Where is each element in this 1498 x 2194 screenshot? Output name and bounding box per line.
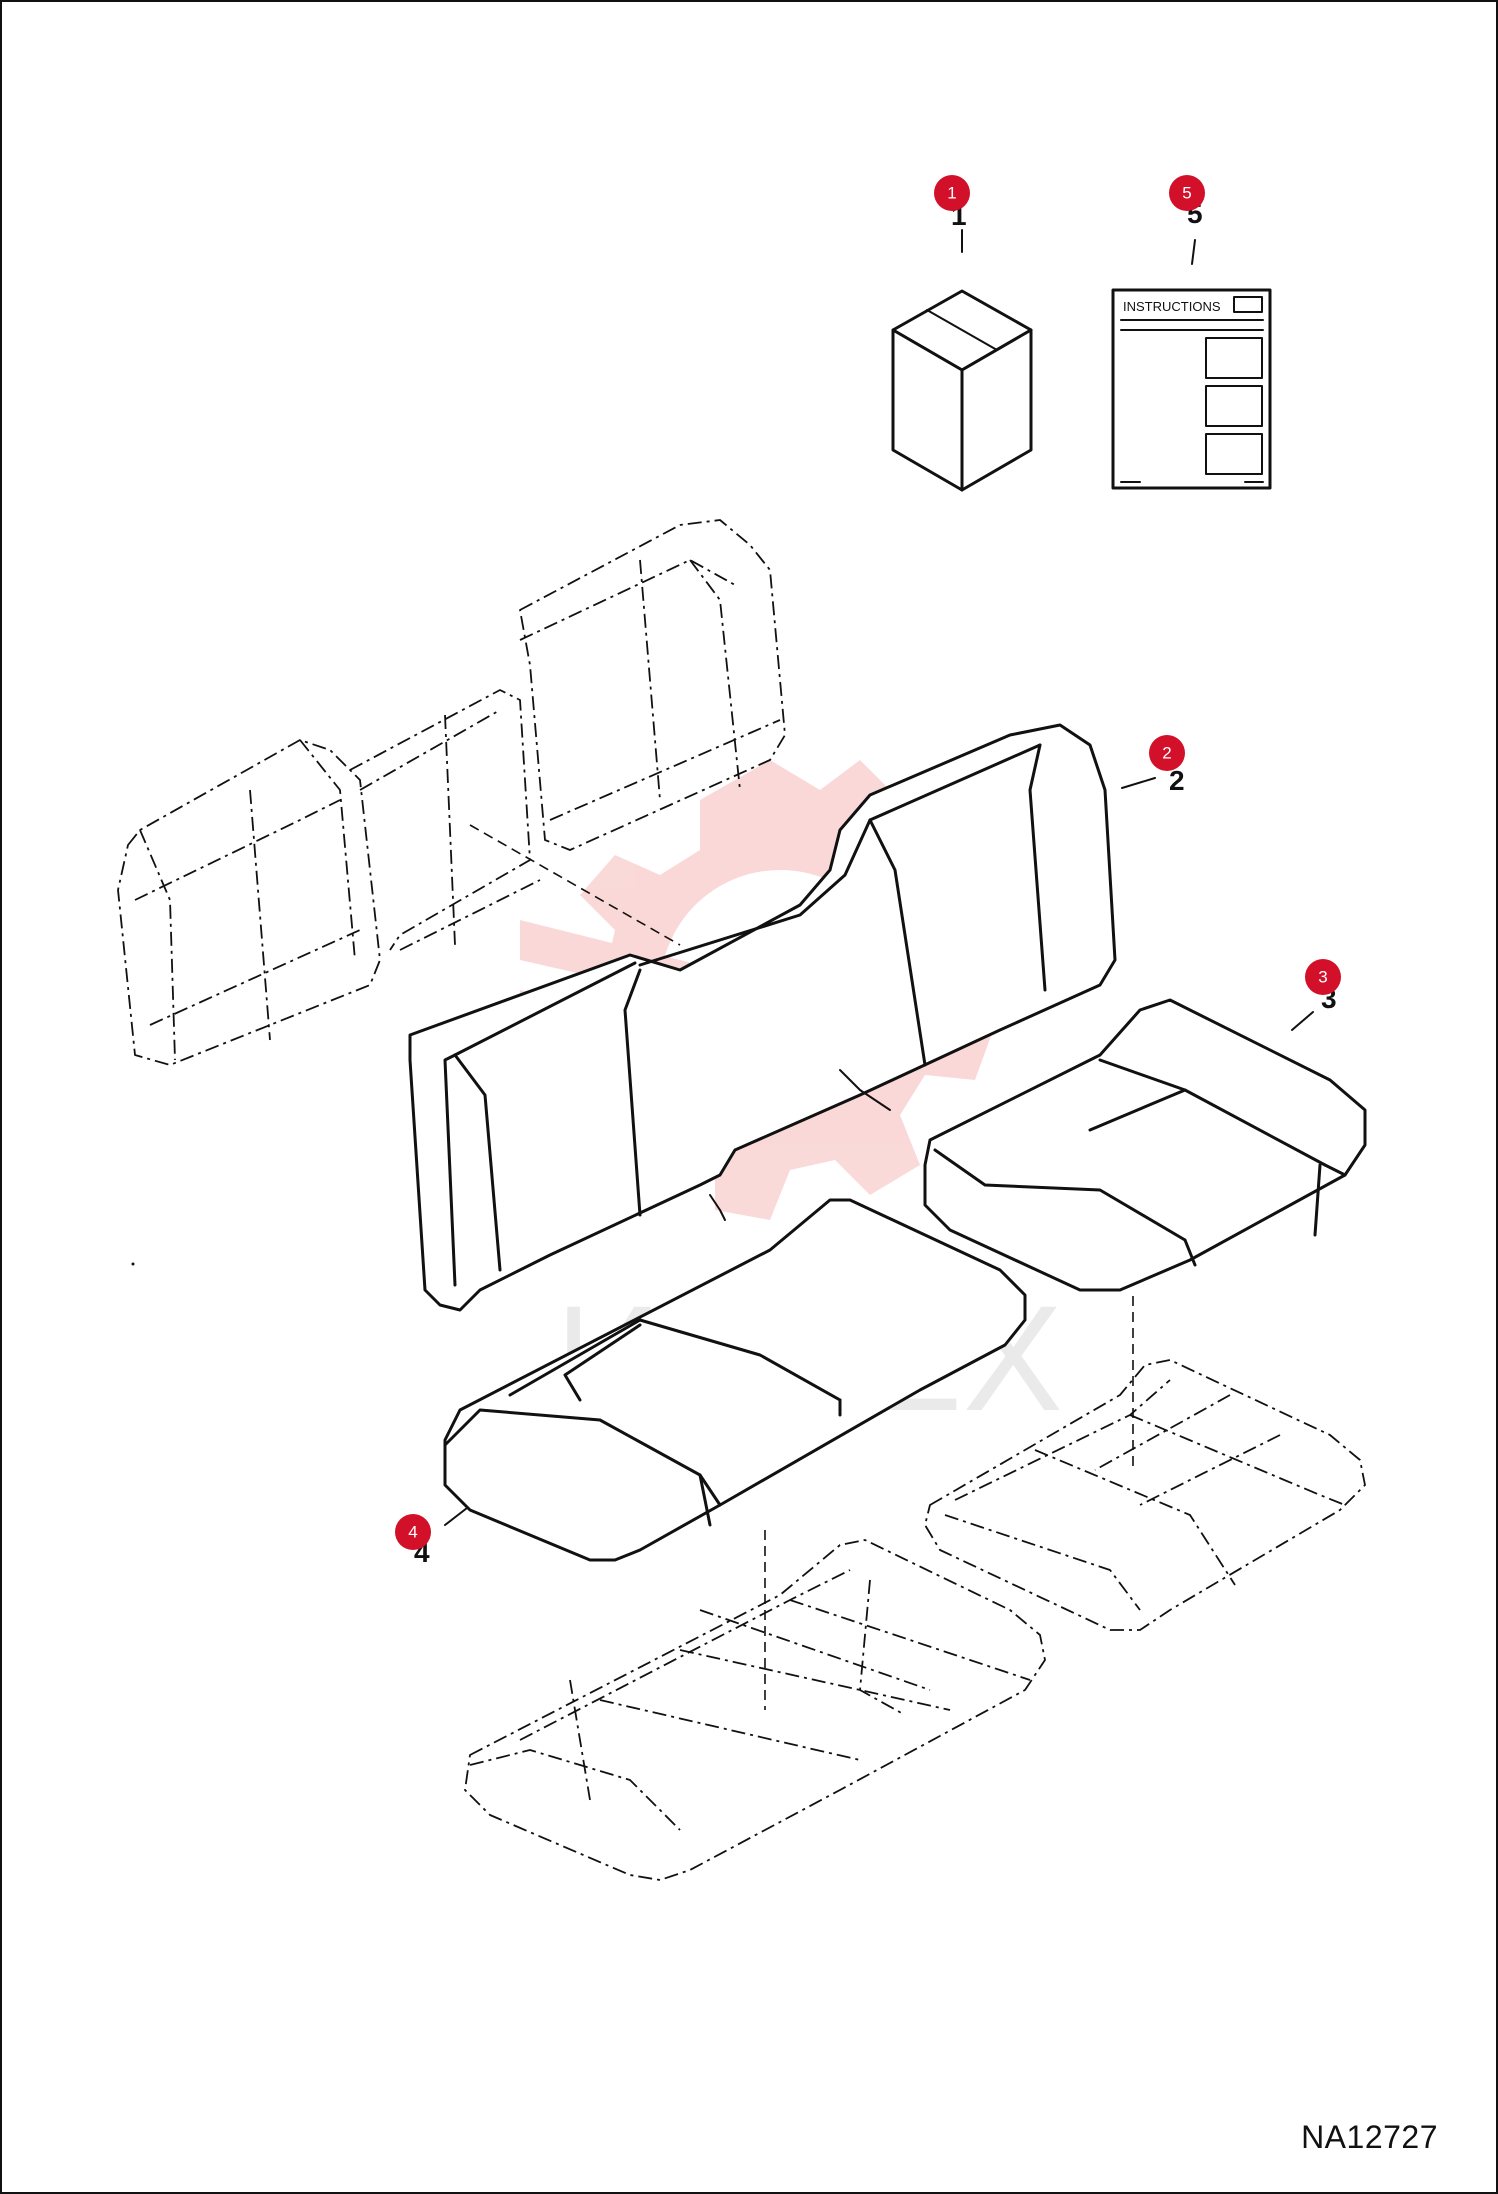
callout-2-label: 2	[1162, 744, 1171, 763]
callout-5-label: 5	[1182, 184, 1191, 203]
callout-3[interactable]: 3	[1305, 959, 1341, 995]
large-cushion-cover	[443, 1198, 1027, 1710]
seat-back-cover	[408, 723, 1156, 1312]
kit-box	[891, 229, 1033, 492]
old-seat-back	[117, 519, 786, 1066]
callout-2[interactable]: 2	[1149, 735, 1185, 771]
old-small-cushion	[924, 1359, 1366, 1631]
instructions-label: INSTRUCTIONS	[1123, 299, 1221, 314]
old-large-cushion	[464, 1539, 1046, 1881]
callout-1-label: 1	[947, 184, 956, 203]
callout-1[interactable]: 1	[934, 175, 970, 211]
stray-dot	[131, 1262, 135, 1266]
callout-3-label: 3	[1318, 968, 1327, 987]
callout-4[interactable]: 4	[395, 1514, 431, 1550]
part-number-2: 2	[1169, 765, 1185, 796]
callout-5[interactable]: 5	[1169, 175, 1205, 211]
instructions-sheet: INSTRUCTIONS	[1111, 239, 1272, 490]
drawing-code: NA12727	[1301, 2119, 1438, 2155]
callout-4-label: 4	[408, 1523, 417, 1542]
small-cushion-cover	[923, 998, 1367, 1470]
